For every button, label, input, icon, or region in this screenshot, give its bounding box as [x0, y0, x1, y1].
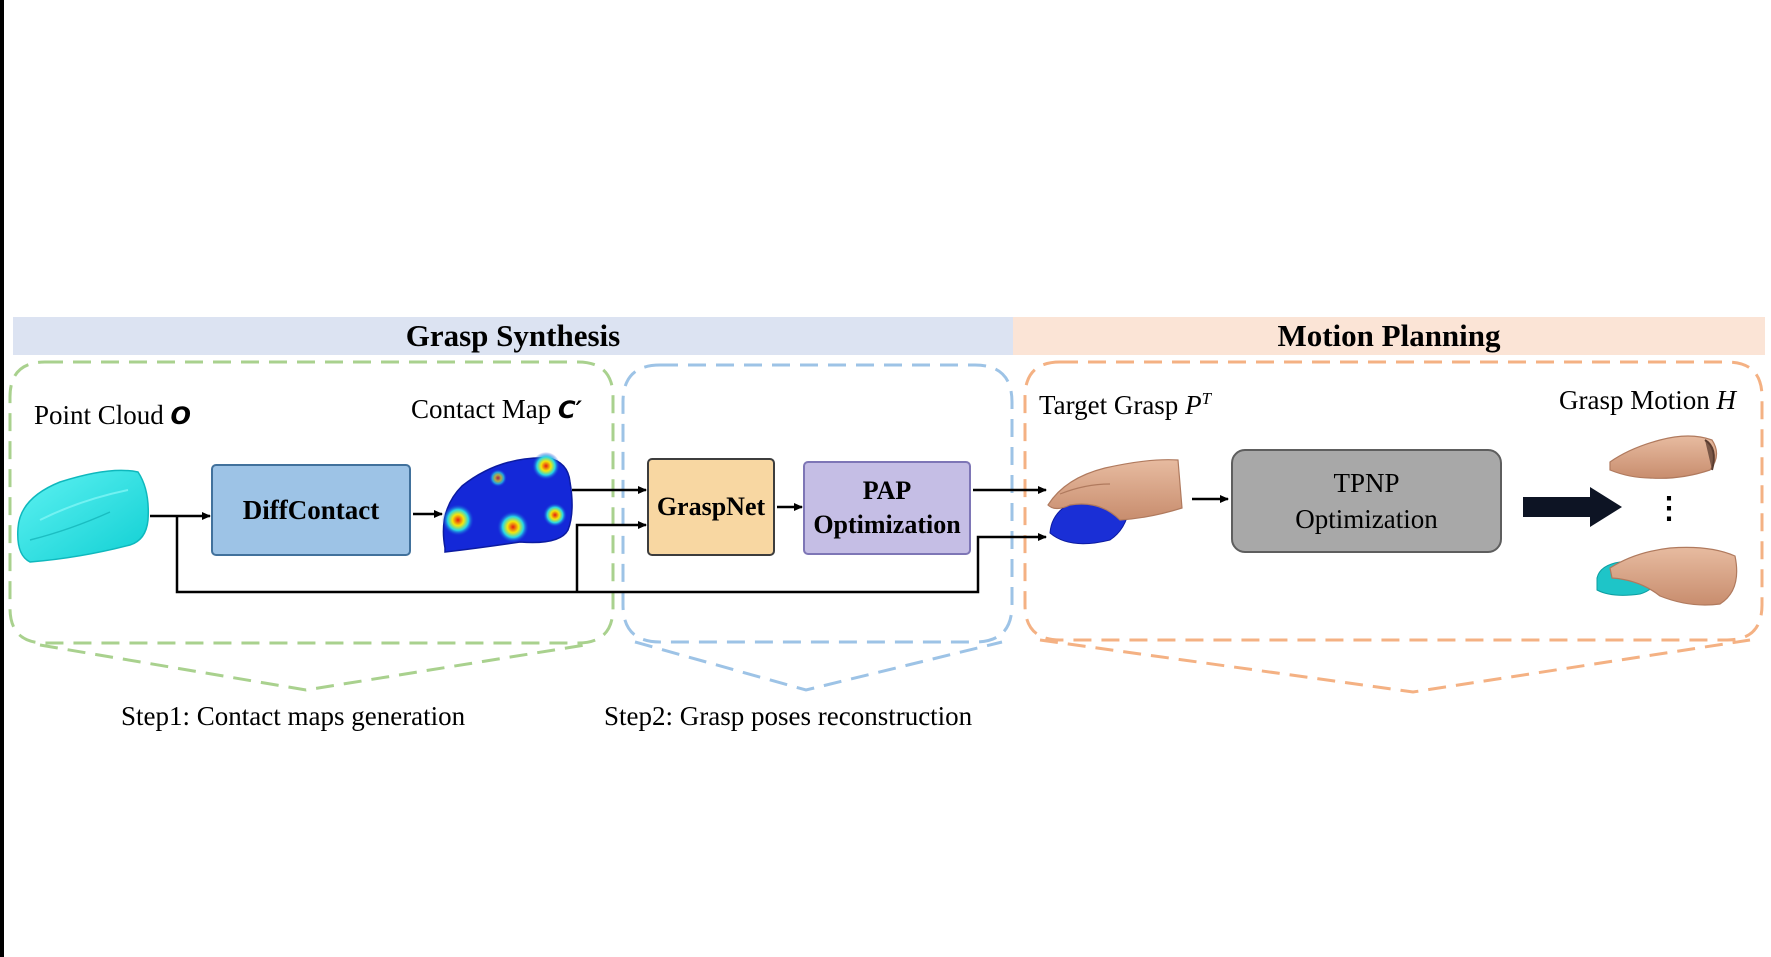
grasp-motion-hand-open: [1609, 435, 1718, 479]
contact-map-symbol: C′: [557, 396, 582, 424]
point-cloud-symbol: O: [170, 402, 191, 430]
pap-label-line2: Optimization: [813, 510, 961, 539]
pap-optimization-module: PAP Optimization: [803, 461, 971, 555]
grasp-motion-text: Grasp Motion: [1559, 385, 1710, 415]
skip-line-object: [175, 516, 1047, 594]
contact-map-text: Contact Map: [411, 394, 552, 424]
grasp-motion-label: Grasp Motion H: [1559, 385, 1736, 416]
contact-map-object: [442, 452, 573, 553]
point-cloud-text: Point Cloud: [34, 400, 164, 430]
pap-label-line1: PAP: [862, 476, 912, 505]
grasp-synthesis-banner: Grasp Synthesis: [13, 317, 1013, 355]
graspnet-module: GraspNet: [647, 458, 775, 556]
motion-chevron: [1039, 638, 1751, 694]
grasp-motion-symbol: H: [1716, 385, 1737, 415]
step1-region-border: [8, 360, 615, 645]
diffcontact-module: DiffContact: [211, 464, 411, 556]
contact-map-label: Contact Map C′: [411, 394, 582, 425]
motion-region-border: [1023, 360, 1764, 642]
ellipsis-vertical: ⋮: [1654, 492, 1684, 525]
left-edge-bar: [0, 0, 4, 957]
motion-planning-banner: Motion Planning: [1013, 317, 1765, 355]
step2-chevron: [634, 640, 1003, 692]
step1-chevron: [39, 643, 586, 692]
grasp-motion-hand-grasping: [1596, 546, 1738, 606]
step2-caption: Step2: Grasp poses reconstruction: [604, 701, 973, 731]
target-grasp-hand: [1047, 459, 1183, 545]
tpnp-label-line1: TPNP: [1333, 468, 1400, 498]
big-output-arrow: [1523, 487, 1622, 527]
step1-caption: Step1: Contact maps generation: [121, 701, 466, 731]
point-cloud-object: [17, 469, 150, 563]
tpnp-label-line2: Optimization: [1295, 504, 1438, 534]
target-grasp-superscript: T: [1201, 389, 1212, 408]
target-grasp-text: Target Grasp: [1039, 390, 1179, 420]
graspnet-label: GraspNet: [656, 492, 766, 521]
tpnp-optimization-module: TPNP Optimization: [1231, 449, 1502, 553]
target-grasp-symbol: P: [1185, 390, 1202, 420]
step2-region-border: [621, 363, 1014, 644]
target-grasp-label: Target Grasp PT: [1039, 389, 1211, 421]
diffcontact-label: DiffContact: [242, 494, 380, 525]
point-cloud-label: Point Cloud O: [34, 400, 191, 431]
skip-line-to-graspnet: [575, 521, 647, 592]
motion-planning-title: Motion Planning: [1277, 318, 1501, 353]
grasp-synthesis-title: Grasp Synthesis: [405, 318, 621, 353]
